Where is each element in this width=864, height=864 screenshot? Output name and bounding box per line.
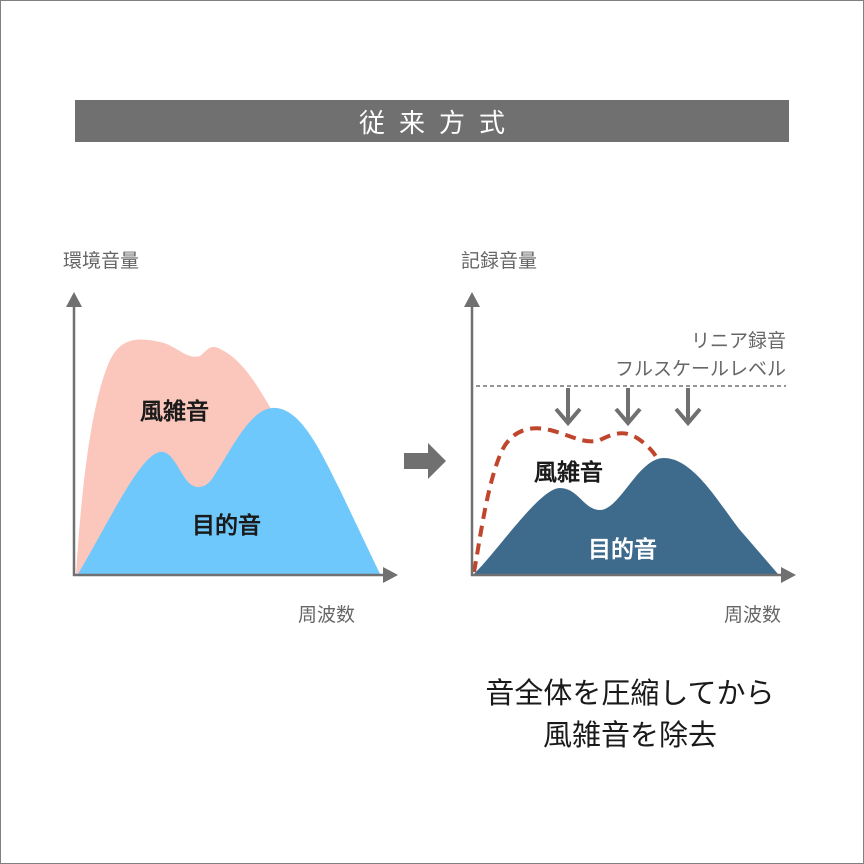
title-bar: 従来方式 [75,100,789,142]
down-arrow-icon [554,388,582,427]
down-arrow-icon [674,388,702,427]
page-title: 従来方式 [358,108,519,139]
right-x-axis-label: 周波数 [724,604,782,626]
right-target-label: 目的音 [588,537,657,563]
left-x-axis-label: 周波数 [298,604,356,626]
right-noise-label: 風雑音 [534,460,603,486]
fullscale-label-line2: フルスケールレベル [614,358,786,380]
right-arrow-icon [404,443,446,479]
caption-line1: 音全体を圧縮してから [485,676,775,710]
left-target-area [78,407,380,574]
right-axes [464,292,796,583]
right-y-axis-label: 記録音量 [461,250,538,272]
left-axes [66,292,398,583]
fullscale-label-line1: リニア録音 [690,330,786,352]
caption-line2: 風雑音を除去 [542,718,717,752]
right-noise-outline [472,426,660,573]
down-arrow-icon [614,388,642,427]
left-y-axis-label: 環境音量 [63,250,140,272]
right-target-area [474,458,778,574]
left-noise-label: 風雑音 [140,399,209,425]
left-target-label: 目的音 [192,513,261,539]
compress-arrows [554,388,702,427]
